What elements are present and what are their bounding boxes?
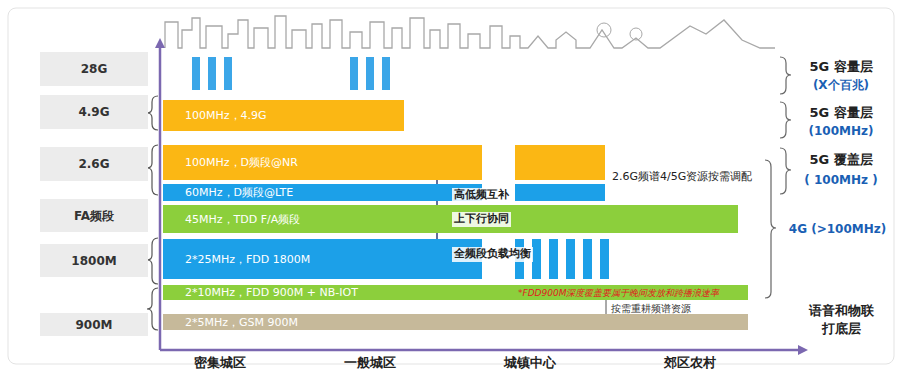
band-text: 900M [76, 319, 113, 331]
left-braces [147, 96, 158, 330]
band-bar: 100MHz，4.9G [163, 100, 404, 131]
band-label-box: 4.9G [40, 95, 148, 129]
band-bar: 2*25MHz，FDD 1800M [163, 239, 482, 279]
layer-capacity: ( 100MHz ) [795, 172, 887, 188]
band-bar: 2*5MHz，GSM 900M [163, 314, 748, 330]
band-label-box: 900M [40, 313, 148, 336]
band-text: FA频段 [74, 210, 114, 222]
frame [8, 8, 894, 364]
mmwave-stripes [192, 57, 390, 90]
axis-label: 密集城区 [180, 354, 260, 372]
layer-capacity: (100MHz) [795, 123, 887, 139]
band-text: 1800M [71, 255, 116, 267]
right-braces [765, 57, 791, 298]
band-text: 45MHz，TDD F/A频段 [185, 214, 300, 225]
layer-title: 5G 覆盖层 [795, 151, 887, 169]
axis-label: 郊区农村 [650, 354, 730, 372]
axis-label: 城镇中心 [490, 354, 570, 372]
axes [155, 38, 808, 355]
band-bar: 45MHz，TDD F/A频段 [163, 205, 738, 233]
nr-segment [515, 145, 605, 180]
layer-title: 5G 容量层 [795, 104, 887, 122]
warning-note: *FDD900M深度覆盖要属于晚间发放和跨播浪速率 [518, 287, 719, 299]
band-text: 2*10MHz，FDD 900M + NB-IOT [185, 287, 358, 298]
layer-title: 语音和物联 打底层 [800, 302, 882, 337]
annotation: 按需重耕频谱资源 [611, 302, 691, 316]
lte-segment [515, 184, 605, 201]
layer-title: 4G (>100MHz) [780, 221, 895, 237]
layer-title: 5G 容量层 [795, 58, 887, 76]
axis-label: 一般城区 [330, 354, 410, 372]
tree [597, 23, 611, 37]
band-text: 60MHz，D频段@LTE [185, 187, 293, 198]
band-text: 2.6G [78, 158, 109, 170]
band-bar: 60MHz，D频段@LTE [163, 184, 482, 201]
band-label-box: 28G [40, 52, 148, 86]
band-text: 4.9G [78, 106, 109, 118]
tree [630, 28, 642, 40]
skyline [165, 16, 775, 48]
feature-note: 上下行协同 [452, 212, 511, 227]
band-text: 2*25MHz，FDD 1800M [185, 254, 310, 265]
band-label-box: 2.6G [40, 147, 148, 181]
layer-capacity: (X个百兆) [795, 77, 887, 93]
band-text: 100MHz，4.9G [185, 110, 267, 121]
band-label-box: 1800M [40, 244, 148, 277]
annotation: 2.6G频谱4/5G资源按需调配 [612, 170, 752, 185]
band-bar: 100MHz，D频段@NR [163, 145, 482, 180]
band-text: 28G [81, 63, 108, 75]
feature-note: 全频段负载均衡 [452, 247, 533, 262]
band-label-box: FA频段 [40, 199, 148, 232]
band-text: 100MHz，D频段@NR [185, 157, 298, 168]
band-text: 2*5MHz，GSM 900M [185, 317, 298, 328]
feature-note: 高低频互补 [452, 188, 511, 203]
